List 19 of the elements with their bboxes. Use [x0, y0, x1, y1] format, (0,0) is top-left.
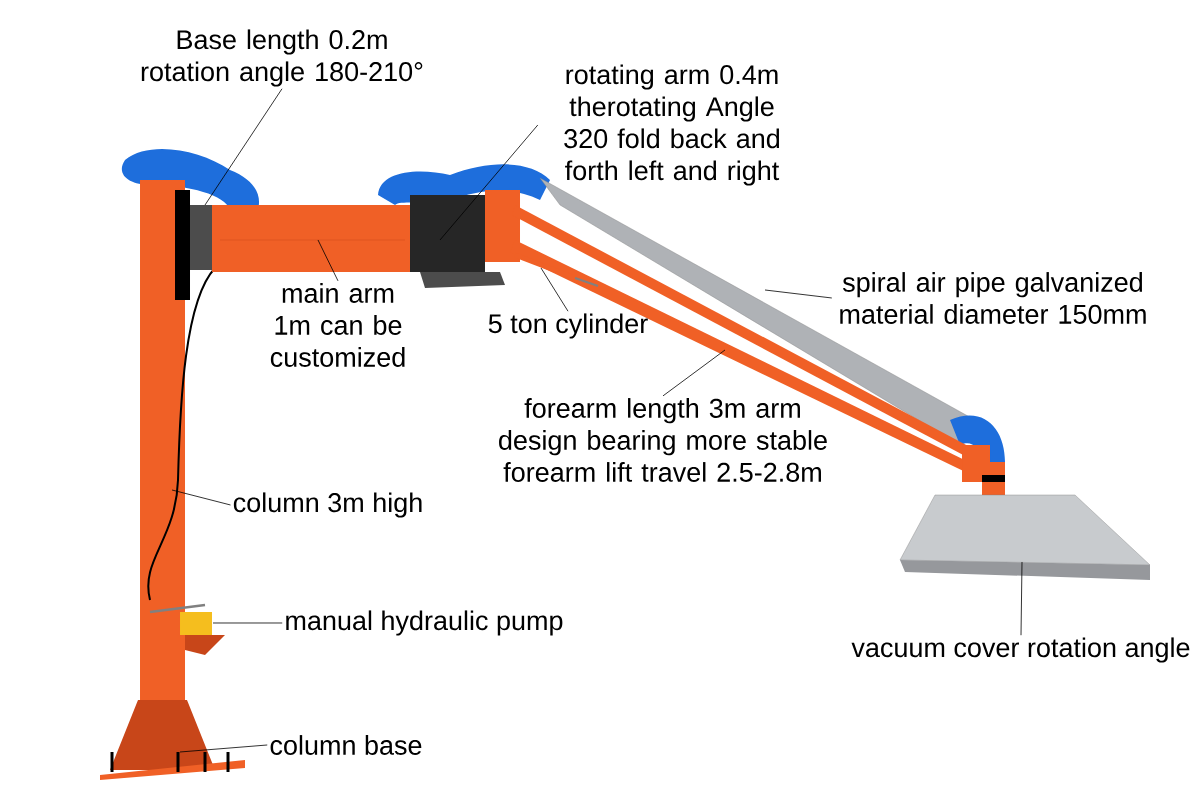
leader-line — [540, 267, 569, 312]
callout-label: main arm 1m can be customized — [270, 283, 405, 367]
callout-label: rotating arm 0.4m therotating Angle 320 fold back and forth left and right — [564, 64, 780, 186]
callout-label: spiral air pipe galvanized material diameter 150mm — [840, 272, 1146, 324]
leader-line — [662, 349, 726, 397]
leader-line — [212, 622, 283, 624]
callout-label: forearm length 3m arm design bearing more stable forearm lift travel 2.5-2.8m — [499, 398, 827, 482]
leader-line — [204, 88, 283, 206]
leader-line — [439, 124, 539, 241]
callout-label: vacuum cover rotation angle — [851, 637, 1190, 663]
callout-label: column 3m high — [233, 492, 422, 518]
leader-line — [1020, 561, 1023, 636]
leader-line — [171, 489, 231, 506]
leader-line — [764, 289, 833, 299]
callout-label: manual hydraulic pump — [286, 610, 563, 636]
callout-label: 5 ton cylinder — [488, 313, 648, 339]
callout-label: Base length 0.2m rotation angle 180-210° — [141, 29, 423, 87]
leader-line — [179, 744, 268, 753]
callout-label: column base — [270, 735, 422, 755]
